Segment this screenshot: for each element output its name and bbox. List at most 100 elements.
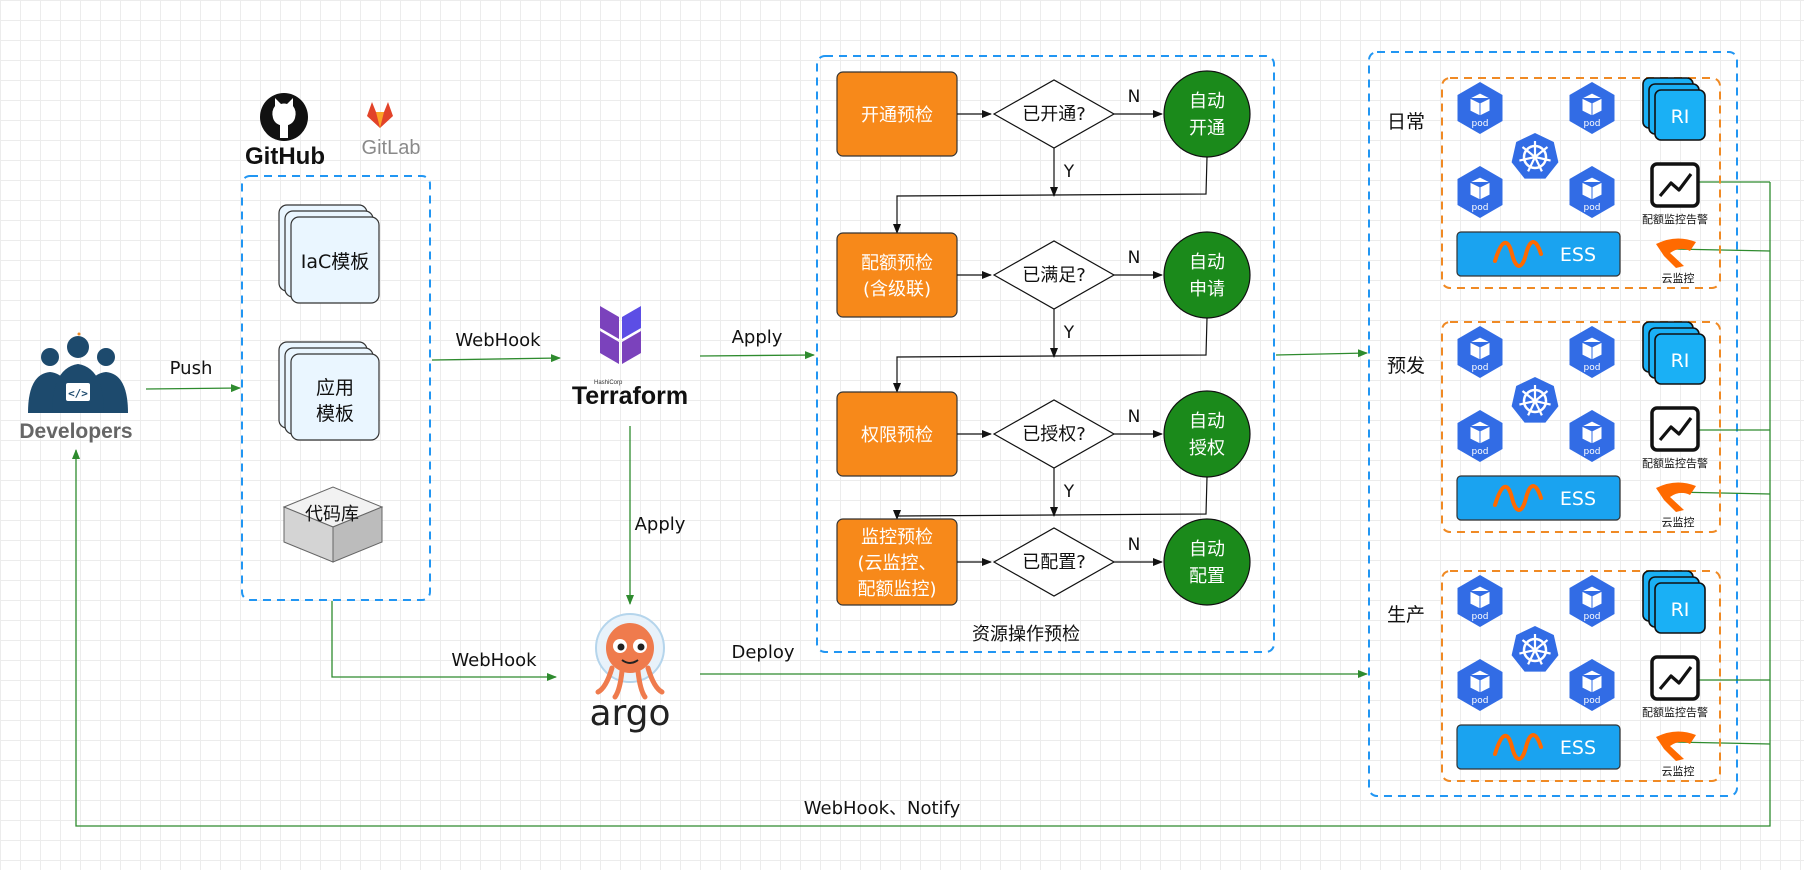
ri-label: RI bbox=[1671, 599, 1690, 621]
deploy-label: Deploy bbox=[731, 642, 794, 663]
repo-group-box bbox=[241, 175, 431, 601]
auto-action-circle bbox=[1163, 70, 1251, 158]
kubernetes-wheel-spokes bbox=[1519, 634, 1551, 665]
auto-action-label: 自动 bbox=[1189, 91, 1225, 112]
quota-alert-label: 配额监控告警 bbox=[1642, 705, 1708, 719]
developers-label: Developers bbox=[19, 420, 132, 443]
environment-box bbox=[1441, 570, 1721, 782]
codebase-cube-icon bbox=[282, 486, 384, 563]
pod-cube-icon bbox=[1469, 336, 1491, 361]
precheck-step-label: (云监控、 bbox=[857, 553, 936, 574]
no-label: N bbox=[1128, 248, 1141, 268]
pod-cube-icon bbox=[1469, 420, 1491, 445]
precheck-group-box bbox=[816, 55, 1275, 653]
terraform-label: Terraform bbox=[572, 382, 688, 410]
pod-label: pod bbox=[1584, 696, 1601, 706]
pod-cube-icon bbox=[1581, 420, 1603, 445]
precheck-decision-label: 已满足? bbox=[1022, 265, 1086, 286]
push-label: Push bbox=[170, 358, 213, 379]
ess-box bbox=[1456, 475, 1621, 521]
precheck-decision-label: 已开通? bbox=[1022, 104, 1086, 125]
pod-label: pod bbox=[1472, 203, 1489, 213]
gitlab-label: GitLab bbox=[362, 137, 421, 159]
ess-wave-icon bbox=[1493, 484, 1543, 512]
kubernetes-wheel-spokes bbox=[1519, 385, 1551, 416]
pod-cube-icon bbox=[1469, 669, 1491, 694]
no-label: N bbox=[1128, 87, 1141, 107]
precheck-step-box bbox=[836, 232, 958, 318]
terraform-small-label: HashiCorp bbox=[594, 380, 623, 386]
loop-back-arrow bbox=[893, 156, 1208, 234]
notify-loop-arrow bbox=[72, 182, 1771, 827]
environment-name: 预发 bbox=[1387, 355, 1425, 377]
terraform-logo-icon bbox=[600, 306, 641, 364]
ess-label: ESS bbox=[1560, 737, 1596, 759]
iac-template-label: IaC模板 bbox=[301, 251, 370, 273]
environment-box bbox=[1441, 77, 1721, 289]
ess-label: ESS bbox=[1560, 488, 1596, 510]
cloud-monitor-icon bbox=[1656, 238, 1696, 268]
precheck-decision-label: 已授权? bbox=[1022, 424, 1086, 445]
ri-card-front bbox=[1654, 333, 1706, 385]
pod-label: pod bbox=[1584, 612, 1601, 622]
auto-action-label: 自动 bbox=[1189, 411, 1225, 432]
quota-alert-label: 配额监控告警 bbox=[1642, 212, 1708, 226]
iac-template-stack bbox=[278, 204, 380, 304]
auto-action-circle bbox=[1163, 518, 1251, 606]
ri-label: RI bbox=[1671, 350, 1690, 372]
precheck-title: 资源操作预检 bbox=[972, 624, 1080, 645]
auto-action-label: 开通 bbox=[1189, 118, 1225, 139]
apply-argo-label: Apply bbox=[635, 514, 686, 535]
developers-group-icon: </> bbox=[28, 332, 128, 413]
gitlab-logo-icon bbox=[367, 102, 393, 128]
notify-label: WebHook、Notify bbox=[804, 798, 961, 819]
auto-action-label: 自动 bbox=[1189, 252, 1225, 273]
connectors bbox=[72, 181, 1771, 827]
quota-alert-trend-line bbox=[1658, 417, 1693, 442]
loop-back-arrow bbox=[893, 476, 1208, 520]
ess-box bbox=[1456, 231, 1621, 277]
pod-cube-icon bbox=[1469, 92, 1491, 117]
precheck-decision-label: 已配置? bbox=[1022, 552, 1086, 573]
environment-name: 生产 bbox=[1387, 604, 1425, 626]
app-template-stack bbox=[278, 341, 380, 441]
argo-label: argo bbox=[589, 693, 670, 734]
ri-label: RI bbox=[1671, 106, 1690, 128]
pod-cube-icon bbox=[1581, 336, 1603, 361]
precheck-to-env-arrow bbox=[1275, 349, 1368, 358]
pod-cube-icon bbox=[1469, 585, 1491, 610]
push-arrow bbox=[145, 384, 241, 393]
pod-cube-icon bbox=[1469, 176, 1491, 201]
ess-wave-icon bbox=[1493, 240, 1543, 268]
no-label: N bbox=[1128, 535, 1141, 555]
pod-cube-icon bbox=[1581, 176, 1603, 201]
yes-label: Y bbox=[1063, 162, 1075, 182]
yes-label: Y bbox=[1063, 323, 1075, 343]
github-label: GitHub bbox=[245, 143, 325, 170]
pod-label: pod bbox=[1584, 119, 1601, 129]
pod-cube-icon bbox=[1581, 669, 1603, 694]
argo-octopus-icon bbox=[595, 613, 665, 700]
apply-precheck-label: Apply bbox=[732, 327, 783, 348]
cloud-monitor-label: 云监控 bbox=[1662, 515, 1695, 529]
pod-label: pod bbox=[1472, 696, 1489, 706]
precheck-step-label: 权限预检 bbox=[861, 425, 933, 446]
environment-box bbox=[1441, 321, 1721, 533]
github-logo-icon bbox=[260, 93, 308, 141]
codebase-label: 代码库 bbox=[305, 504, 359, 525]
pod-label: pod bbox=[1472, 447, 1489, 457]
precheck-step-label: 配额监控) bbox=[857, 579, 936, 600]
environment-name: 日常 bbox=[1387, 111, 1425, 133]
auto-action-circle bbox=[1163, 231, 1251, 319]
quota-alert-label: 配额监控告警 bbox=[1642, 456, 1708, 470]
auto-action-circle bbox=[1163, 390, 1251, 478]
auto-action-label: 配置 bbox=[1189, 566, 1225, 587]
quota-alert-trend-line bbox=[1658, 173, 1693, 198]
ess-label: ESS bbox=[1560, 244, 1596, 266]
app-template-label-1: 应用 bbox=[316, 377, 354, 399]
webhook-to-terraform-arrow bbox=[431, 354, 561, 363]
precheck-step-label: 开通预检 bbox=[861, 105, 933, 126]
